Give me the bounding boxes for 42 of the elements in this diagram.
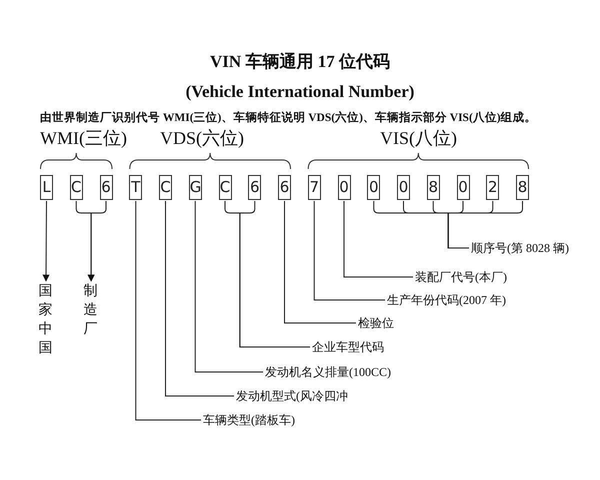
character-box: L: [40, 175, 53, 200]
leader-line: [314, 200, 386, 300]
character-box: C: [218, 175, 232, 200]
leader-line: [344, 200, 414, 278]
description-text: 由世界制造厂识别代号 WMI(三位)、车辆特征说明 VDS(六位)、车辆指示部分 VIS(八位)组成。: [40, 110, 537, 125]
character-box: 0: [397, 175, 410, 200]
subtitle: (Vehicle International Number): [184, 82, 416, 102]
character-box: 6: [248, 175, 262, 200]
annotation-label: 车辆类型(踏板车): [202, 413, 296, 427]
arrow: [88, 200, 106, 282]
group-heading: VIS(八位): [380, 127, 457, 150]
character-box: 0: [338, 175, 350, 200]
character-box: 6: [100, 175, 112, 200]
group-heading: WMI(三位): [40, 127, 127, 150]
arrow: [42, 200, 50, 282]
character-box: 8: [516, 175, 529, 200]
annotation-label: 顺序号(第 8028 辆): [470, 241, 570, 255]
character-box: 7: [308, 175, 321, 200]
character-box: 6: [278, 175, 291, 200]
annotation-label: 企业车型代码: [311, 340, 385, 354]
group-heading: VDS(六位): [160, 127, 244, 150]
annotation-label: 装配厂代号(本厂): [414, 270, 508, 284]
vertical-label: 制造厂: [83, 282, 98, 339]
character-box: 8: [426, 175, 440, 200]
character-box: T: [129, 175, 142, 200]
title: VIN 车辆通用 17 位代码: [209, 51, 391, 73]
leader-line: [284, 200, 356, 324]
annotation-label: 检验位: [357, 316, 395, 330]
character-box: C: [159, 175, 172, 200]
character-box: 0: [367, 175, 380, 200]
character-box: G: [188, 175, 202, 200]
vertical-label: 国家中国: [38, 282, 53, 358]
leader-line: [165, 200, 234, 396]
leader-line: [239, 200, 310, 348]
leader-line: [194, 200, 264, 372]
character-box: 0: [456, 175, 470, 200]
character-box: 2: [486, 175, 500, 200]
annotation-label: 发动机型式(风冷四冲: [235, 389, 349, 403]
annotation-label: 发动机名义排量(100CC): [264, 365, 392, 379]
annotation-label: 生产年份代码(2007 年): [386, 293, 507, 307]
leader-line: [135, 200, 202, 420]
character-box: C: [70, 175, 83, 200]
